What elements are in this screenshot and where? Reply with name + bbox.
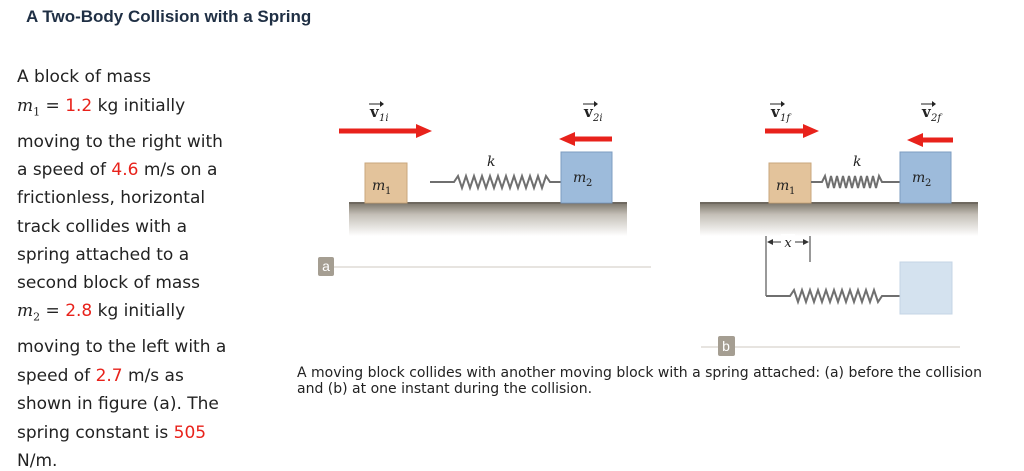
svg-text:2i: 2i xyxy=(592,113,603,124)
track-a xyxy=(349,203,627,236)
svg-text:m: m xyxy=(776,178,789,194)
problem-line-12: shown in figure (a). The xyxy=(17,394,219,414)
v2f-label: v 2f xyxy=(921,101,943,124)
figure-caption: A moving block collides with another mov… xyxy=(297,365,982,397)
problem-line-8: second block of mass xyxy=(17,273,201,293)
problem-line-9: m2 = 2.8 kg initially xyxy=(17,301,186,324)
block-m1-b xyxy=(768,162,812,204)
m1-value: 1.2 xyxy=(65,96,93,116)
k-value: 505 xyxy=(173,423,207,443)
block-m1-a xyxy=(364,162,408,204)
svg-text:1: 1 xyxy=(789,186,795,197)
svg-text:1i: 1i xyxy=(379,113,389,124)
svg-text:v: v xyxy=(369,103,380,121)
svg-text:v: v xyxy=(770,103,781,121)
svg-text:v: v xyxy=(583,103,594,121)
block-m2-a-label: m 2 xyxy=(573,170,592,189)
block-m2-b-label: m 2 xyxy=(912,170,931,189)
v2i-label: v 2i xyxy=(583,101,603,124)
svg-text:m: m xyxy=(372,178,385,194)
problem-line-10: moving to the left with a xyxy=(17,337,227,357)
problem-line-14: N/m. xyxy=(17,451,58,471)
problem-line-13: spring constant is 505 xyxy=(17,423,207,443)
svg-text:v: v xyxy=(921,103,932,121)
v2f-arrow xyxy=(907,133,953,147)
problem-line-5: frictionless, horizontal xyxy=(17,188,206,208)
problem-line-11: speed of 2.7 m/s as xyxy=(17,366,184,386)
svg-text:1f: 1f xyxy=(780,113,792,124)
track-b xyxy=(700,203,978,236)
m2-value: 2.8 xyxy=(65,301,93,321)
svg-text:2: 2 xyxy=(586,178,592,189)
v1i-label: v 1i xyxy=(369,101,389,124)
block-m1-b-label: m 1 xyxy=(776,178,795,197)
compression-measure xyxy=(765,234,811,296)
problem-line-3: moving to the right with xyxy=(17,132,223,152)
page-title: A Two-Body Collision with a Spring xyxy=(26,7,312,26)
block-m1-a-label: m 1 xyxy=(372,178,391,197)
svg-text:m: m xyxy=(912,170,925,186)
spring-a xyxy=(430,172,562,192)
panel-b-label: b xyxy=(722,338,730,354)
compression-label: x xyxy=(784,236,792,251)
problem-line-1: A block of mass xyxy=(17,67,152,87)
v1-value: 4.6 xyxy=(111,160,139,180)
svg-text:m: m xyxy=(573,170,586,186)
v2i-arrow xyxy=(559,132,612,146)
problem-line-7: spring attached to a xyxy=(17,245,190,265)
panel-b-label-box xyxy=(718,336,735,356)
block-m2-b xyxy=(899,151,952,204)
v1i-arrow xyxy=(339,124,432,138)
problem-line-4: a speed of 4.6 m/s on a xyxy=(17,160,218,180)
panel-a-label-box xyxy=(318,257,334,276)
problem-line-2: m1 = 1.2 kg initially xyxy=(17,96,186,119)
ghost-block-m2 xyxy=(899,261,953,315)
spring-b xyxy=(811,173,900,189)
v1f-label: v 1f xyxy=(770,101,792,124)
svg-text:1: 1 xyxy=(385,186,391,197)
spring-constant-b: k xyxy=(853,154,861,170)
spring-constant-a: k xyxy=(487,154,495,170)
block-m2-a xyxy=(560,151,613,204)
svg-text:2: 2 xyxy=(925,178,931,189)
svg-text:2f: 2f xyxy=(930,113,943,124)
panel-a-label: a xyxy=(322,258,330,274)
problem-line-6: track collides with a xyxy=(17,217,187,237)
v2-value: 2.7 xyxy=(95,366,123,386)
ghost-spring xyxy=(766,286,900,306)
v1f-arrow xyxy=(765,124,819,138)
